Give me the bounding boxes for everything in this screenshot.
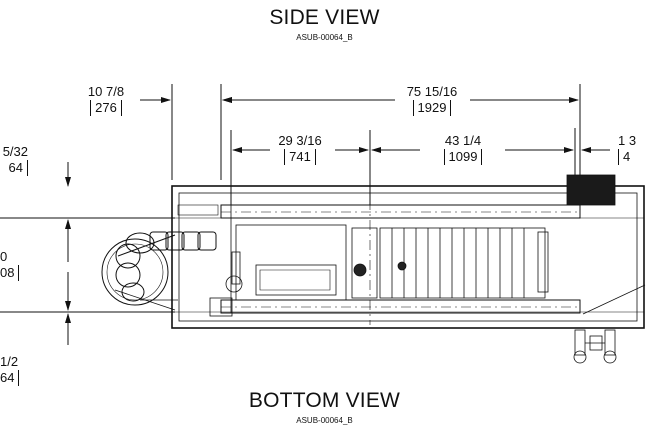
duct-inlet <box>101 231 217 311</box>
bottom-bracket <box>209 297 233 317</box>
dimension-label-10-7-8: 10 7/8 276 <box>87 84 125 116</box>
blower-housing <box>235 224 347 301</box>
bottom-view-title: BOTTOM VIEW <box>248 389 401 412</box>
control-knob <box>353 263 367 277</box>
right-piping <box>573 329 617 364</box>
unit-outline <box>171 185 645 329</box>
coil-fins <box>391 228 525 298</box>
dimension-label-5-32: 5/32 64 <box>2 144 28 176</box>
side-view-title: SIDE VIEW <box>269 6 380 29</box>
motor-box <box>255 264 337 296</box>
sensor-dot <box>397 261 407 271</box>
control-panel <box>351 227 378 299</box>
bottom-view-code: ASUB-00064_B <box>296 416 353 425</box>
internal-components <box>177 174 646 364</box>
dimension-label-0: 0 08 <box>0 249 20 281</box>
dimension-label-43-1-4: 43 1/4 1099 <box>443 133 483 165</box>
flex-duct <box>115 231 217 302</box>
dimension-lines <box>65 97 610 345</box>
valve-stem <box>231 251 241 285</box>
dimension-label-75-15-16: 75 15/16 1929 <box>406 84 458 116</box>
dimension-label-29-3-16: 29 3/16 741 <box>278 133 322 165</box>
right-bracket <box>537 231 549 293</box>
valve-left <box>225 275 243 293</box>
coil-section <box>379 227 546 299</box>
dimension-label-1-3: 1 3 4 <box>618 133 637 165</box>
dimension-label-1-2: 1/2 64 <box>0 354 20 386</box>
extension-lines <box>0 84 581 313</box>
leader-line <box>582 284 646 315</box>
top-connector-box <box>566 174 616 206</box>
side-view-code: ASUB-00064_B <box>296 33 353 42</box>
